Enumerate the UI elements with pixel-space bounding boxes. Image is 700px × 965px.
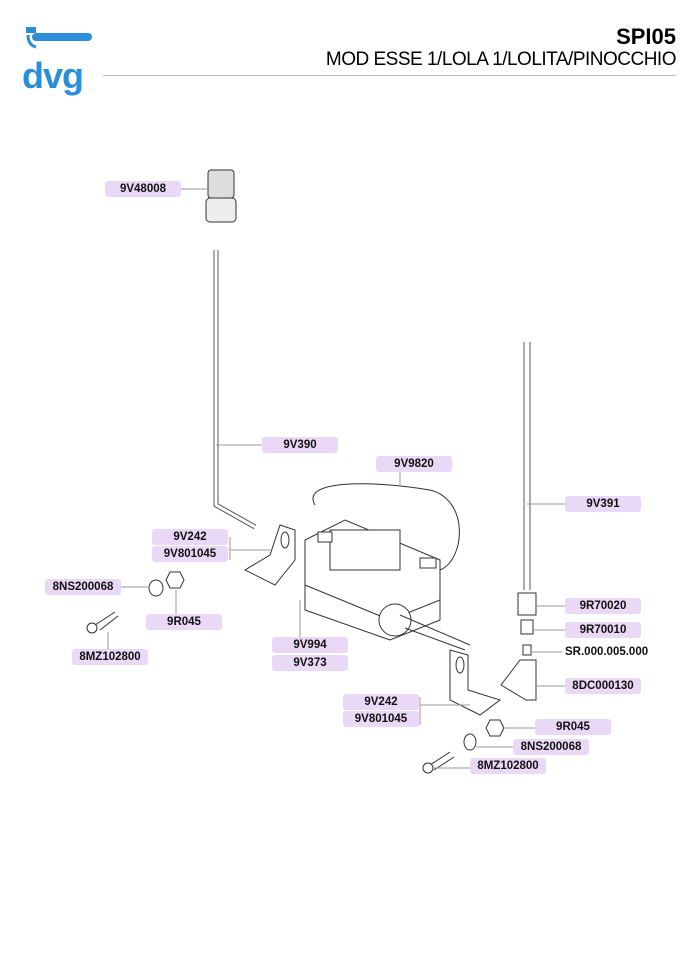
part-label[interactable]: 9V242 <box>343 694 419 710</box>
part-label[interactable]: 9R70020 <box>565 598 641 614</box>
part-label[interactable]: 9V801045 <box>152 546 228 562</box>
part-label[interactable]: 8DC000130 <box>565 678 641 694</box>
part-label[interactable]: 9V48008 <box>105 181 181 197</box>
part-label[interactable]: 8MZ102800 <box>470 758 546 774</box>
part-label[interactable]: 9R70010 <box>565 622 641 638</box>
small-hardware <box>86 571 505 774</box>
part-label[interactable]: 9R045 <box>146 614 222 630</box>
logo-text: dvg <box>22 55 84 96</box>
part-label[interactable]: 9V391 <box>565 496 641 512</box>
part-label[interactable]: 8MZ102800 <box>72 649 148 665</box>
models-title: MOD ESSE 1/LOLA 1/LOLITA/PINOCCHIO <box>325 49 677 70</box>
pump <box>304 483 471 651</box>
page-code: SPI05 <box>616 24 676 49</box>
bracket-right <box>449 649 502 716</box>
part-label[interactable]: 9R045 <box>535 719 611 735</box>
fittings <box>500 592 537 701</box>
part-label[interactable]: 9V994 <box>272 637 348 653</box>
part-label[interactable]: 9V390 <box>262 437 338 453</box>
leader-lines <box>107 188 565 769</box>
part-label[interactable]: 9V9820 <box>376 456 452 472</box>
dvg-logo: dvg <box>22 25 92 97</box>
bracket-left <box>243 524 296 586</box>
part-label[interactable]: 9V242 <box>152 529 228 545</box>
part-label[interactable]: 9V801045 <box>343 711 419 727</box>
part-label[interactable]: 8NS200068 <box>513 739 589 755</box>
part-label[interactable]: 8NS200068 <box>45 579 121 595</box>
header-divider <box>103 75 676 76</box>
part-label[interactable]: SR.000.005.000 <box>565 646 649 658</box>
portafilter-icon <box>26 27 92 49</box>
part-label[interactable]: 9V373 <box>272 655 348 671</box>
filter-part <box>205 169 237 223</box>
tube-left <box>213 250 257 530</box>
